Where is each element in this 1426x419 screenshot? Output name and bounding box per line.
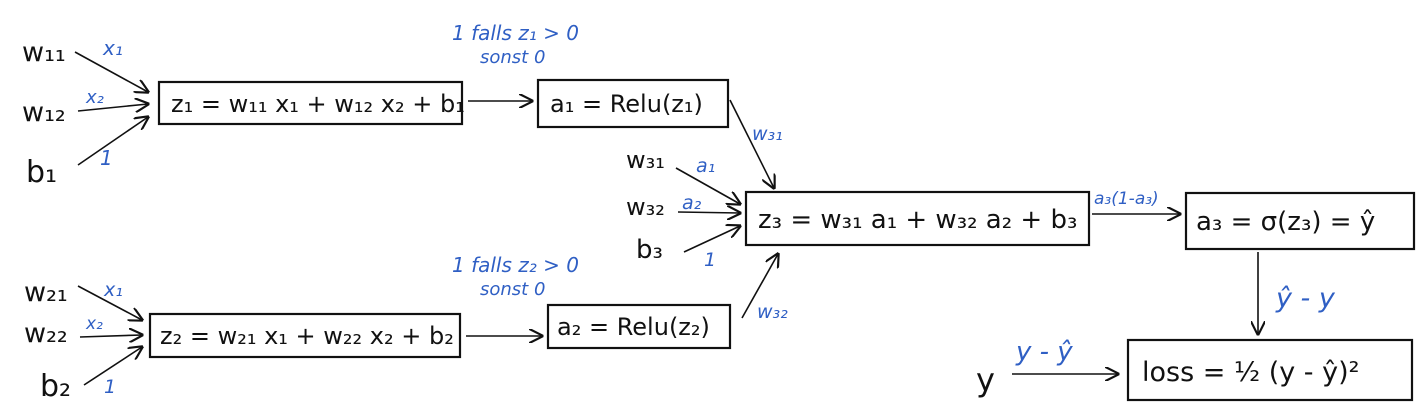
- edge-w11-to-z1: [74, 51, 148, 92]
- input-1-label: 1: [100, 146, 113, 170]
- weight-w32-label: w₃₂: [757, 301, 788, 323]
- input-a2-label: a₂: [682, 192, 702, 214]
- edge-w21-to-z2: [77, 285, 142, 320]
- relu1-derivative-note: 1 falls z₁ > 0: [452, 21, 579, 45]
- input-x1-label: x₁: [102, 36, 123, 60]
- edge-w12-to-z1: [77, 104, 148, 111]
- sigmoid-derivative-label: a₃(1-a₃): [1094, 189, 1159, 209]
- weight-w12: w₁₂: [22, 97, 66, 128]
- edge-w32-to-z3: [677, 212, 740, 213]
- relu2-derivative-note-else: sonst 0: [480, 279, 545, 300]
- edge-b3-to-z3: [683, 226, 740, 253]
- input-1-label-bottom: 1: [104, 376, 116, 398]
- weight-w31-label: w₃₁: [752, 123, 783, 145]
- weight-w22: w₂₂: [24, 318, 68, 349]
- relu2-derivative-note: 1 falls z₂ > 0: [452, 253, 579, 277]
- activation-box-a2: [546, 303, 732, 350]
- sum-box-z1: [157, 80, 464, 126]
- weight-w11: w₁₁: [22, 37, 66, 68]
- bias-b2: b₂: [40, 369, 71, 404]
- loss-box: [1126, 338, 1414, 402]
- weight-w21: w₂₁: [24, 277, 68, 308]
- loss-derivative-wrt-yhat: ŷ - y: [1275, 283, 1336, 314]
- loss-expression: loss = ½ (y - ŷ)²: [1142, 357, 1359, 388]
- weight-w31: w₃₁: [626, 146, 665, 174]
- loss-derivative-wrt-y: y - ŷ: [1015, 337, 1073, 367]
- edge-b2-to-z2: [83, 347, 142, 386]
- edge-w31-to-z3: [675, 167, 740, 204]
- edge-a2-to-z3: [741, 254, 778, 319]
- edge-w22-to-z2: [79, 335, 142, 337]
- input-1-label-out: 1: [704, 249, 716, 271]
- input-x2-label-bottom: x₂: [85, 314, 103, 334]
- input-x2-label: x₂: [85, 87, 104, 108]
- bias-b3: b₃: [636, 235, 663, 265]
- input-x1-label-bottom: x₁: [103, 279, 123, 301]
- sum-z2: z₂ = w₂₁ x₁ + w₂₂ x₂ + b₂: [160, 322, 454, 350]
- activation-box-a1: [536, 78, 730, 129]
- edge-a1-to-z3: [729, 99, 774, 188]
- input-a1-label: a₁: [696, 155, 715, 177]
- target-y: y: [976, 361, 995, 399]
- sum-z3: z₃ = w₃₁ a₁ + w₃₂ a₂ + b₃: [758, 205, 1077, 235]
- bias-b1: b₁: [26, 155, 57, 190]
- activation-a3: a₃ = σ(z₃) = ŷ: [1196, 207, 1375, 237]
- relu1-derivative-note-else: sonst 0: [480, 47, 545, 68]
- activation-box-a3: [1184, 191, 1416, 251]
- weight-w32: w₃₂: [626, 193, 665, 221]
- activation-a2: a₂ = Relu(z₂): [557, 313, 710, 341]
- sum-z1: z₁ = w₁₁ x₁ + w₁₂ x₂ + b₁: [171, 90, 465, 118]
- edge-b1-to-z1: [77, 117, 148, 166]
- sum-box-z2: [148, 312, 462, 359]
- activation-a1: a₁ = Relu(z₁): [550, 90, 703, 118]
- sum-box-z3: [744, 190, 1091, 247]
